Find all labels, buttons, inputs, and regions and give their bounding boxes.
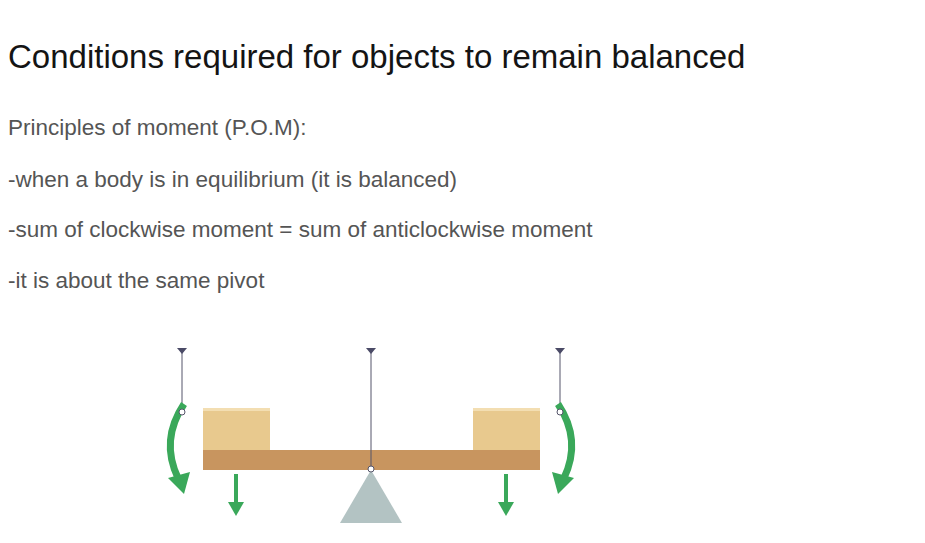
leader-line: [560, 348, 561, 412]
leader-line: [371, 348, 372, 469]
arrow-head: [168, 472, 190, 494]
block-highlight: [203, 408, 270, 411]
arrow-head: [552, 472, 574, 494]
leader-dot: [557, 409, 563, 415]
block-highlight: [473, 408, 540, 411]
callout-pointer: [366, 348, 376, 354]
callout-pointer: [177, 348, 187, 354]
body-text: Principles of moment (P.O.M):: [8, 114, 306, 142]
weight-arrow: [504, 474, 508, 504]
anticlockwise-arrow: [170, 404, 184, 478]
leader-dot: [179, 409, 185, 415]
leader-line: [182, 348, 183, 412]
leader-dot: [368, 466, 374, 472]
weight-block: [203, 408, 270, 450]
body-text: -it is about the same pivot: [8, 267, 264, 295]
body-text: -sum of clockwise moment = sum of anticl…: [8, 216, 593, 244]
weight-arrow: [234, 474, 238, 504]
arrow-head: [228, 502, 244, 516]
callout-pointer: [555, 348, 565, 354]
weight-block: [473, 408, 540, 450]
pivot-triangle: [340, 470, 402, 523]
clockwise-arrow: [558, 404, 572, 478]
body-text: -when a body is in equilibrium (it is ba…: [8, 166, 457, 194]
page-title: Conditions required for objects to remai…: [8, 37, 745, 77]
arrow-head: [498, 502, 514, 516]
